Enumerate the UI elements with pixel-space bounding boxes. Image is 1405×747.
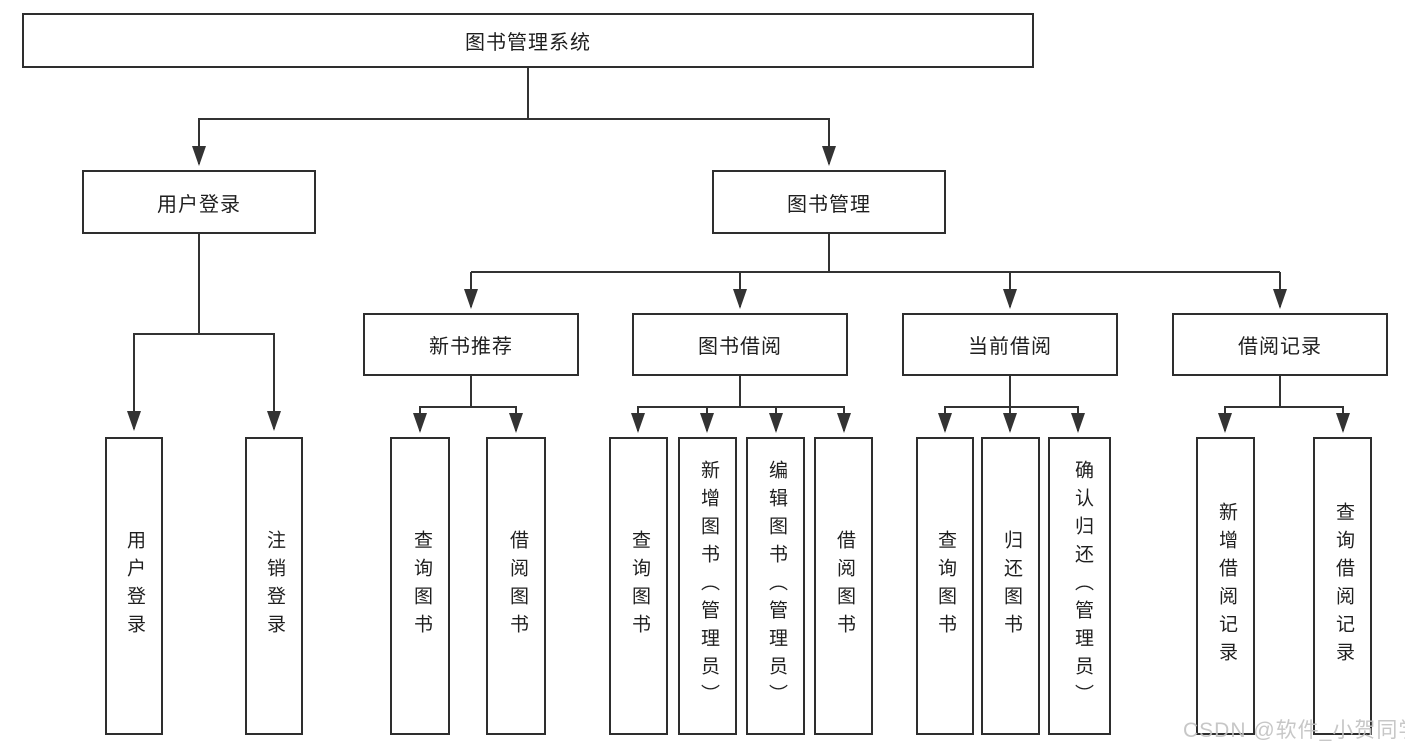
node-current-borrowing: 当前借阅 bbox=[902, 313, 1118, 376]
node-leaf-add-book-admin: 新增图书（管理员） bbox=[678, 437, 737, 735]
node-leaf-return-books: 归还图书 bbox=[981, 437, 1040, 735]
node-new-book-recommendation: 新书推荐 bbox=[363, 313, 579, 376]
node-root-system: 图书管理系统 bbox=[22, 13, 1034, 68]
node-book-borrowing: 图书借阅 bbox=[632, 313, 848, 376]
node-book-management-branch: 图书管理 bbox=[712, 170, 946, 234]
node-leaf-edit-book-admin: 编辑图书（管理员） bbox=[746, 437, 805, 735]
node-leaf-borrow-books-recommend: 借阅图书 bbox=[486, 437, 546, 735]
node-leaf-query-books-current: 查询图书 bbox=[916, 437, 974, 735]
node-leaf-query-books-borrow: 查询图书 bbox=[609, 437, 668, 735]
node-leaf-add-borrow-record: 新增借阅记录 bbox=[1196, 437, 1255, 735]
node-leaf-user-login: 用户登录 bbox=[105, 437, 163, 735]
node-leaf-logout: 注销登录 bbox=[245, 437, 303, 735]
csdn-watermark: CSDN @软件_小贺同学 bbox=[1183, 719, 1405, 742]
node-leaf-confirm-return-admin: 确认归还（管理员） bbox=[1048, 437, 1111, 735]
node-leaf-query-books-recommend: 查询图书 bbox=[390, 437, 450, 735]
node-user-login-branch: 用户登录 bbox=[82, 170, 316, 234]
node-leaf-query-borrow-record: 查询借阅记录 bbox=[1313, 437, 1372, 735]
node-borrowing-records: 借阅记录 bbox=[1172, 313, 1388, 376]
node-leaf-borrow-books: 借阅图书 bbox=[814, 437, 873, 735]
